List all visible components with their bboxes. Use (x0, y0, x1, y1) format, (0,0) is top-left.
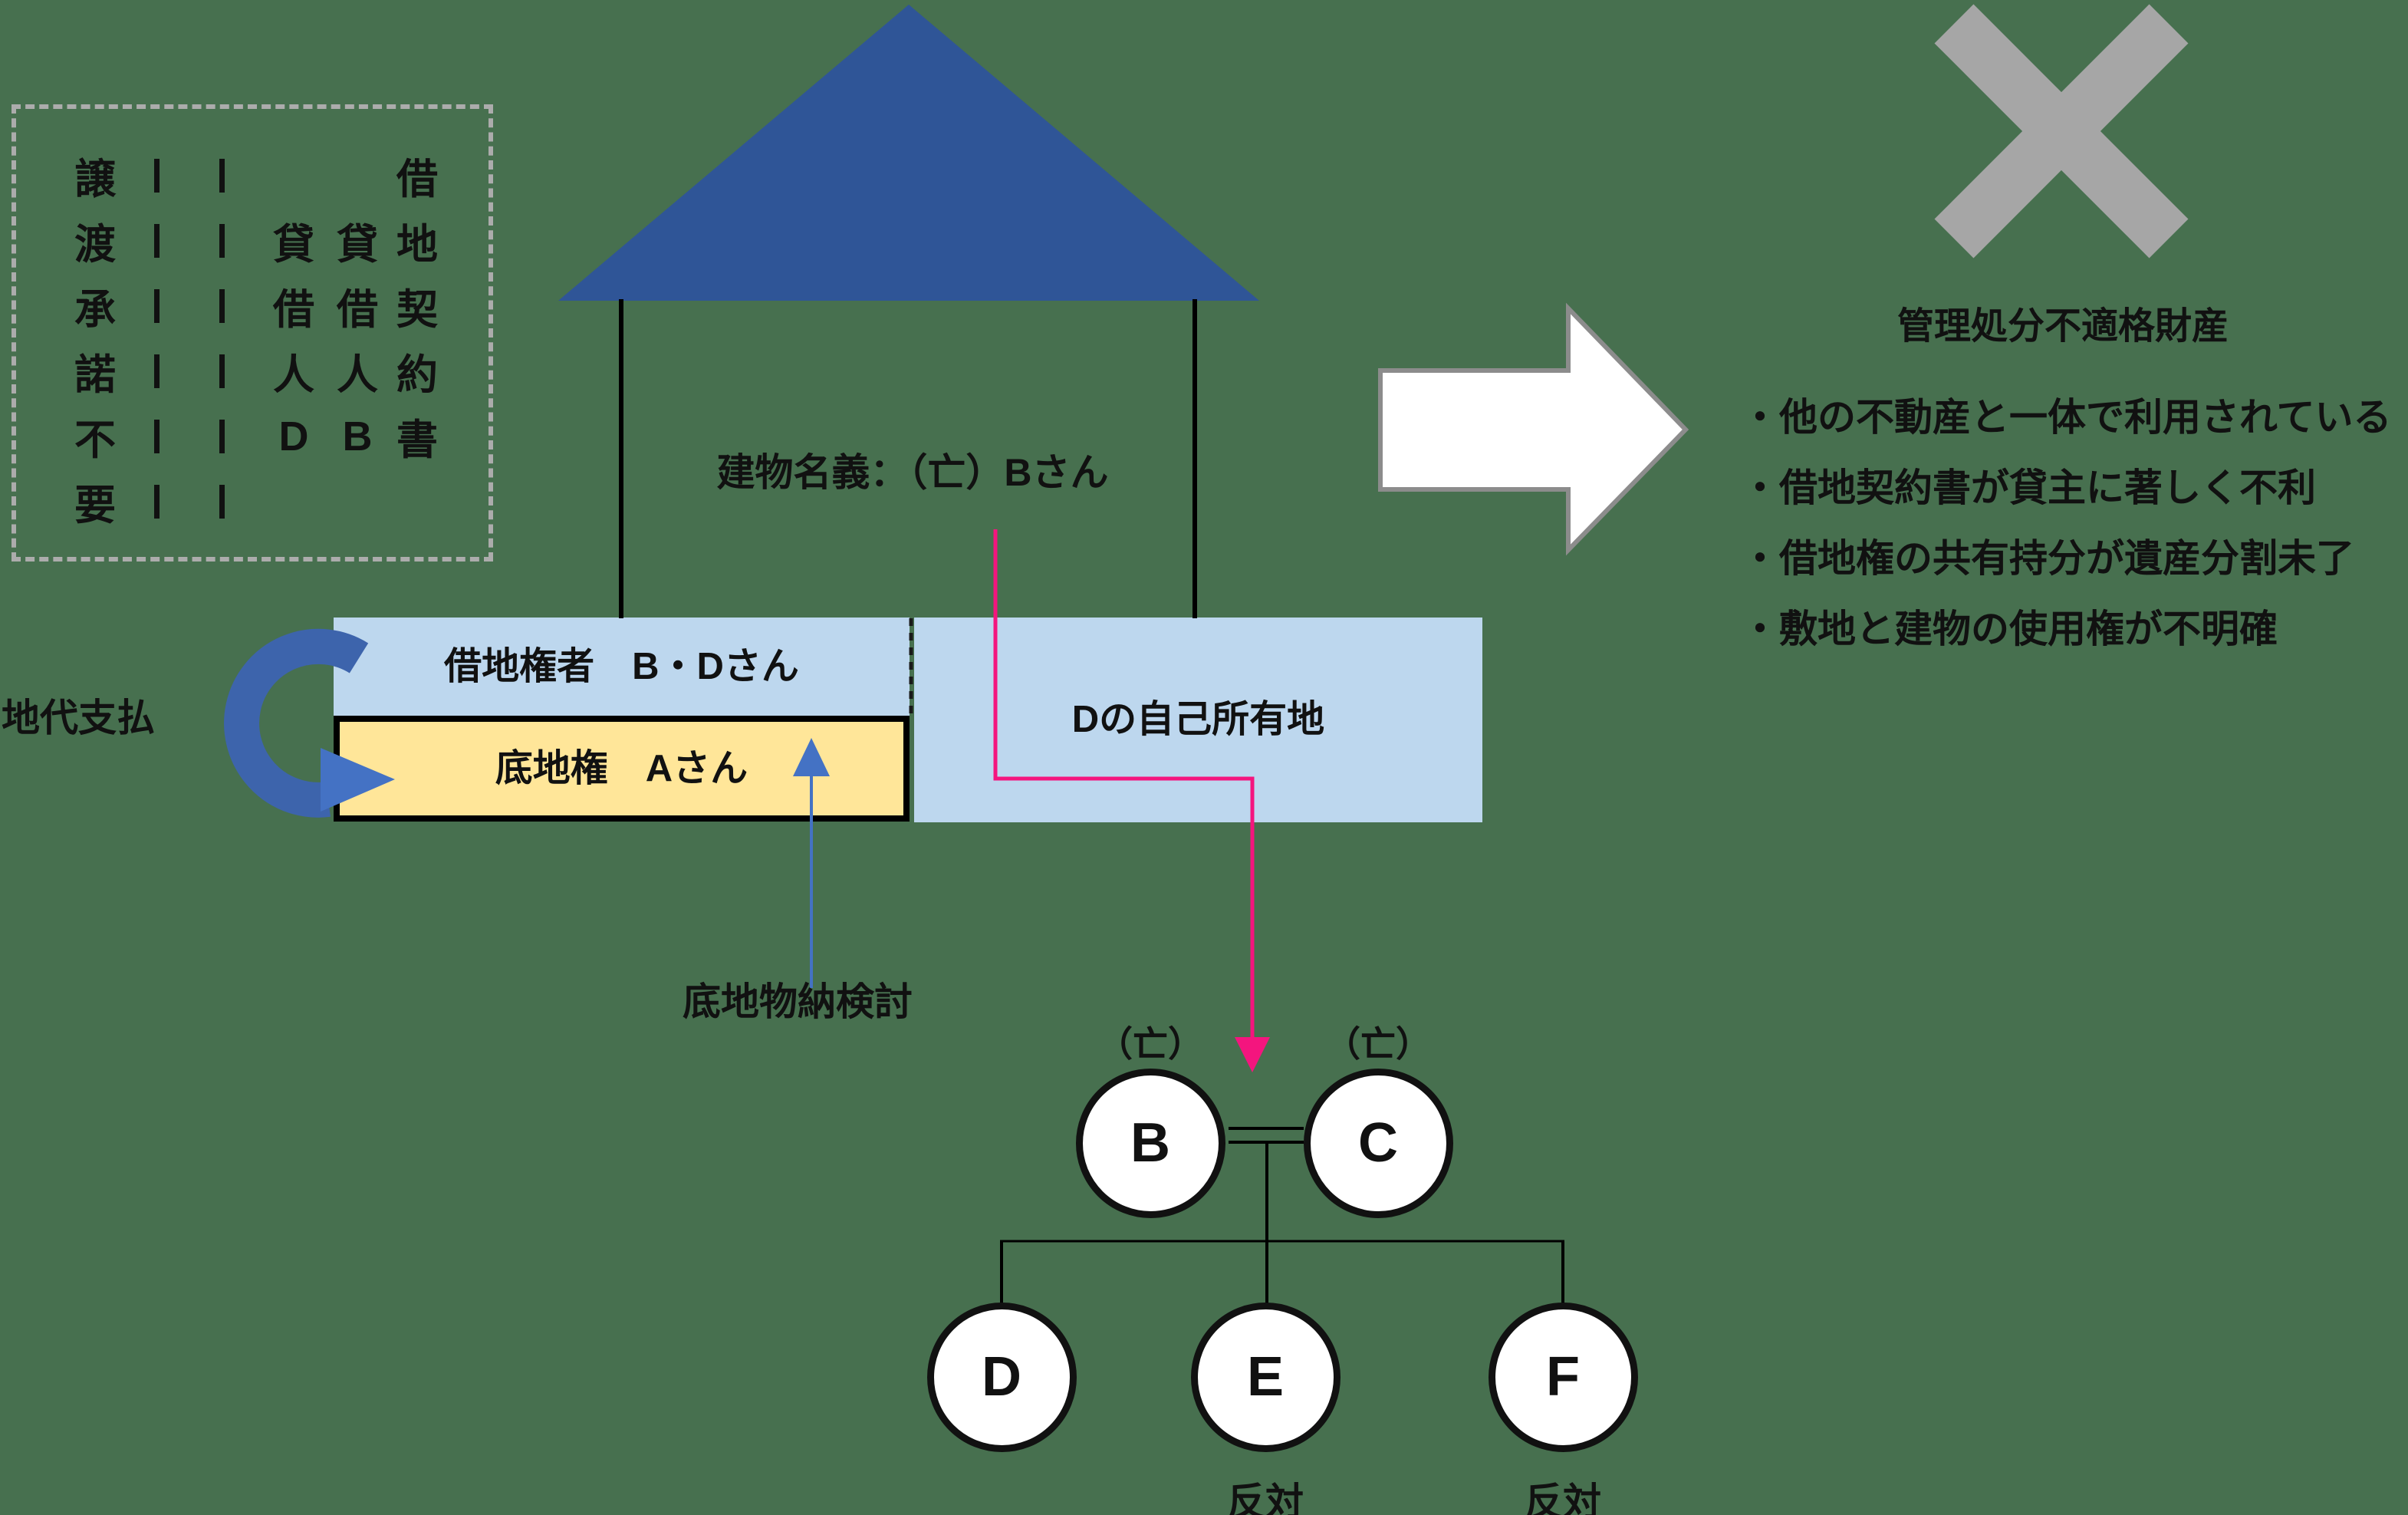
underlying-land-label: 底地権 Aさん (495, 747, 748, 789)
note-char: 借 (273, 287, 314, 333)
vertical-bar-icon (153, 484, 160, 519)
note-char: B (342, 413, 373, 459)
bullet-item-2: ・借地権の共有持分が遺産分割未了 (1741, 537, 2354, 580)
note-column-0: 譲渡承諾不要 (72, 143, 118, 534)
rent-curved-arrowhead-icon (321, 748, 395, 812)
oppose-label-F: 反対 (1525, 1480, 1601, 1515)
note-column-2 (199, 143, 245, 534)
own-land-label: Dの自己所有地 (1071, 699, 1325, 741)
house-roof (558, 5, 1259, 301)
bukkenou-arrowhead-icon (793, 738, 830, 776)
tree-node-B: B (1075, 1068, 1225, 1218)
rent-curved-arrow-icon (224, 628, 369, 818)
note-char: 契 (396, 287, 438, 333)
unfit-property-bullet-list: ・他の不動産と一体で利用されている・借地契約書が貸主に著しく不利・借地権の共有持… (1741, 379, 2400, 661)
note-char: 人 (273, 352, 314, 398)
rent-payment-label: 地代支払 (2, 697, 155, 739)
leasehold-land-box: 借地権者 B・Dさん (334, 618, 910, 716)
note-column-1 (133, 143, 179, 534)
note-char: 書 (396, 417, 438, 463)
note-char: 約 (396, 352, 438, 398)
bullet-item-1: ・借地契約書が貸主に著しく不利 (1741, 466, 2316, 509)
pink-arrowhead-icon (1235, 1037, 1270, 1072)
bullet-item-0: ・他の不動産と一体で利用されている (1741, 396, 2392, 439)
unfit-property-heading: 管理処分不適格財産 (1896, 306, 2229, 347)
pink-connector-line (993, 529, 1255, 1039)
tree-node-E: E (1190, 1302, 1341, 1452)
note-char: 承 (74, 287, 116, 333)
vertical-bar-icon (219, 223, 225, 258)
note-char: D (278, 413, 309, 459)
bullet-item-3: ・敷地と建物の使用権が不明確 (1741, 608, 2278, 650)
note-char: 地 (396, 222, 438, 268)
vertical-bar-icon (153, 354, 160, 388)
vertical-bar-icon (153, 419, 160, 453)
note-char: 譲 (74, 156, 116, 203)
building-name-label: 建物名義：（亡）Bさん (716, 451, 1109, 494)
vertical-bar-icon (153, 288, 160, 323)
deceased-label-B: （亡） (1097, 1024, 1203, 1064)
x-mark-icon (1934, 4, 2189, 259)
note-char: 不 (74, 417, 116, 463)
bukkenou-label: 底地物納検討 (683, 980, 913, 1023)
oppose-label-E: 反対 (1227, 1480, 1304, 1515)
note-char: 要 (74, 482, 116, 529)
note-char: 貸 (273, 222, 314, 268)
vertical-bar-icon (219, 158, 225, 193)
note-column-5: 借地契約書 (394, 143, 440, 469)
vertical-bar-icon (219, 288, 225, 323)
note-char: 人 (337, 352, 378, 398)
deceased-label-C: （亡） (1325, 1024, 1431, 1064)
vertical-bar-icon (153, 158, 160, 193)
tree-node-D: D (926, 1302, 1077, 1452)
vertical-bar-icon (153, 223, 160, 258)
tree-node-C: C (1303, 1068, 1453, 1218)
vertical-bar-icon (219, 354, 225, 388)
note-char: 諾 (74, 352, 116, 398)
note-char: 貸 (337, 222, 378, 268)
own-land-box: Dの自己所有地 (914, 618, 1482, 822)
tree-node-F: F (1488, 1302, 1638, 1452)
leasehold-label: 借地権者 B・Dさん (444, 645, 799, 687)
note-char: 借 (337, 287, 378, 333)
note-char: 借 (396, 156, 438, 203)
vertical-bar-icon (219, 484, 225, 519)
vertical-bar-icon (219, 419, 225, 453)
note-char: 渡 (74, 222, 116, 268)
white-block-arrow-icon (1378, 302, 1689, 556)
